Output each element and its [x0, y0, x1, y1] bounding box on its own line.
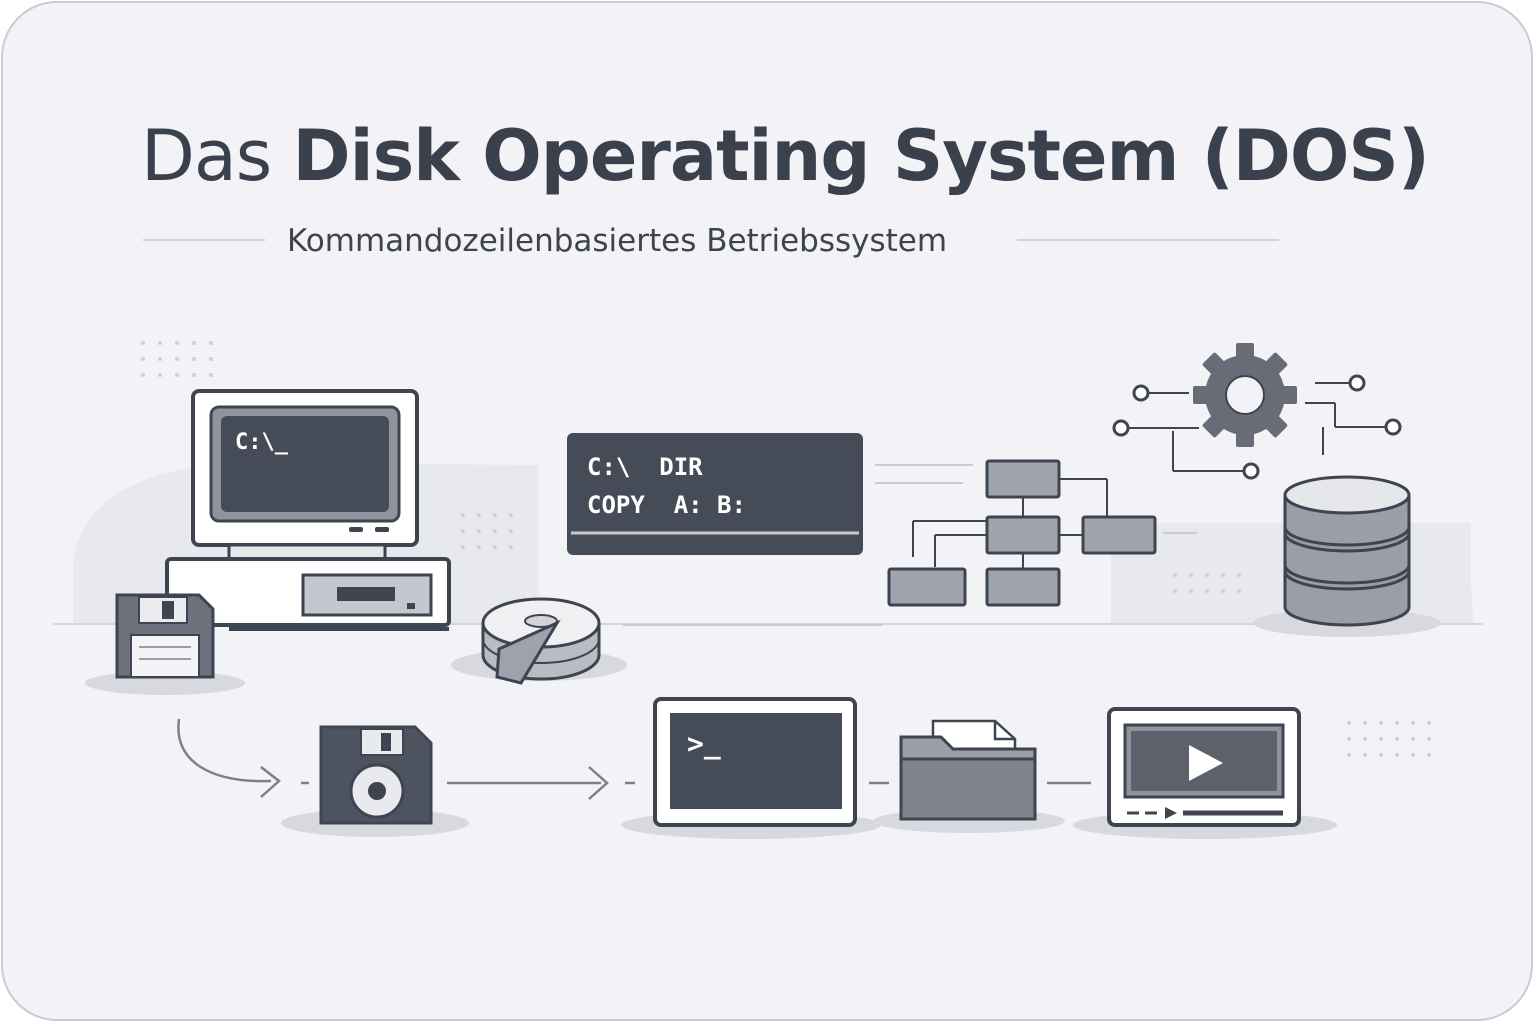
subtitle-rule-right	[1017, 239, 1279, 241]
title-bold: Disk Operating System (DOS)	[292, 115, 1430, 197]
monitor-prompt: C:\_	[235, 430, 289, 455]
hard-disk-platter-icon	[451, 597, 627, 685]
shell-prompt: >_	[687, 727, 721, 760]
terminal-line-2: COPY A: B:	[587, 491, 746, 519]
subtitle-rule-left	[143, 239, 265, 241]
floppy-disk-icon	[85, 593, 245, 695]
folder-icon	[873, 719, 1065, 833]
media-player-icon	[1073, 707, 1337, 839]
disk-icon	[281, 725, 469, 837]
shell-window-icon: >_	[621, 697, 881, 839]
title-prefix: Das	[141, 115, 272, 197]
database-icon	[1253, 475, 1441, 637]
flowchart-icon	[887, 459, 1157, 607]
subtitle: Kommandozeilenbasiertes Betriebssystem	[287, 223, 948, 259]
flow-arrows	[177, 718, 1091, 800]
terminal-line-1: C:\ DIR	[587, 453, 703, 481]
diagram-scene: C:\_	[53, 341, 1483, 839]
retro-computer-icon: C:\_	[165, 389, 451, 631]
command-terminal-icon: C:\ DIR COPY A: B:	[567, 433, 863, 555]
connector-lines	[623, 464, 1197, 626]
gear-icon	[1112, 343, 1402, 480]
page-title: Das Disk Operating System (DOS)	[141, 111, 1430, 201]
